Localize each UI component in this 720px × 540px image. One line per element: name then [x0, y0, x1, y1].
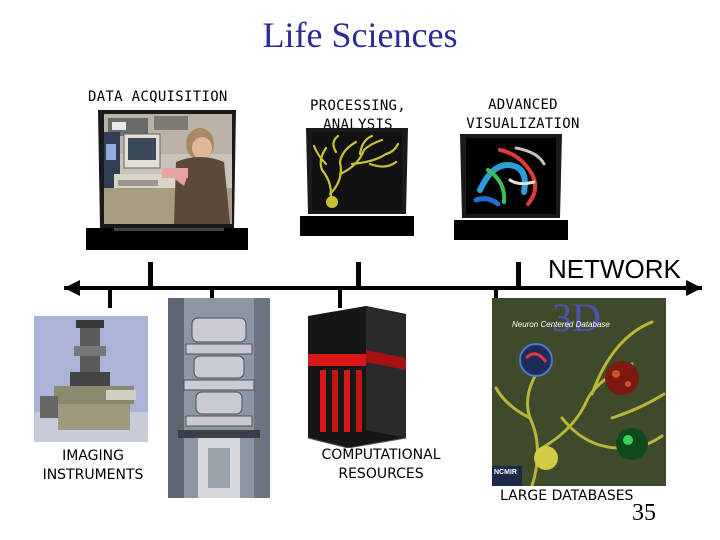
database-cover-logo: NCMIR: [494, 469, 517, 476]
imaging-label-line2: INSTRUMENTS: [42, 467, 144, 483]
dendrite-render: [312, 134, 400, 206]
imaging-label-line1: IMAGING: [62, 448, 124, 464]
supercomputer-image: [307, 306, 407, 448]
network-label: NETWORK: [548, 254, 681, 284]
database-cover-subtitle: Neuron Centered Database: [512, 320, 610, 329]
high-voltage-microscope-image: [168, 298, 270, 498]
computational-label-line1: COMPUTATIONAL: [321, 447, 441, 463]
data-acquisition-workstation: [86, 110, 248, 250]
visualization-render: [473, 146, 546, 207]
data-acquisition-label: DATA ACQUISITION: [88, 89, 228, 105]
visualization-label-line1: ADVANCED: [488, 97, 558, 113]
computational-resources-label: COMPUTATIONAL RESOURCES: [300, 446, 462, 484]
database-cover-image: 3D Neuron Centered Database NCMIR: [492, 298, 666, 486]
computational-label-line2: RESOURCES: [338, 466, 424, 482]
database-cover-art: [492, 320, 666, 486]
large-databases-label: LARGE DATABASES: [500, 488, 634, 504]
advanced-visualization-label: ADVANCED VISUALIZATION: [448, 96, 598, 134]
visualization-label-line2: VISUALIZATION: [466, 116, 580, 132]
imaging-instruments-label: IMAGING INSTRUMENTS: [20, 447, 166, 485]
page-number: 35: [632, 500, 656, 526]
visualization-workstation: [454, 134, 568, 240]
electron-microscope-image: [34, 316, 148, 442]
database-cover-heading: 3D: [552, 298, 601, 340]
page-title: Life Sciences: [262, 15, 458, 55]
processing-label-line1: PROCESSING,: [309, 98, 407, 114]
processing-workstation: [300, 128, 414, 236]
